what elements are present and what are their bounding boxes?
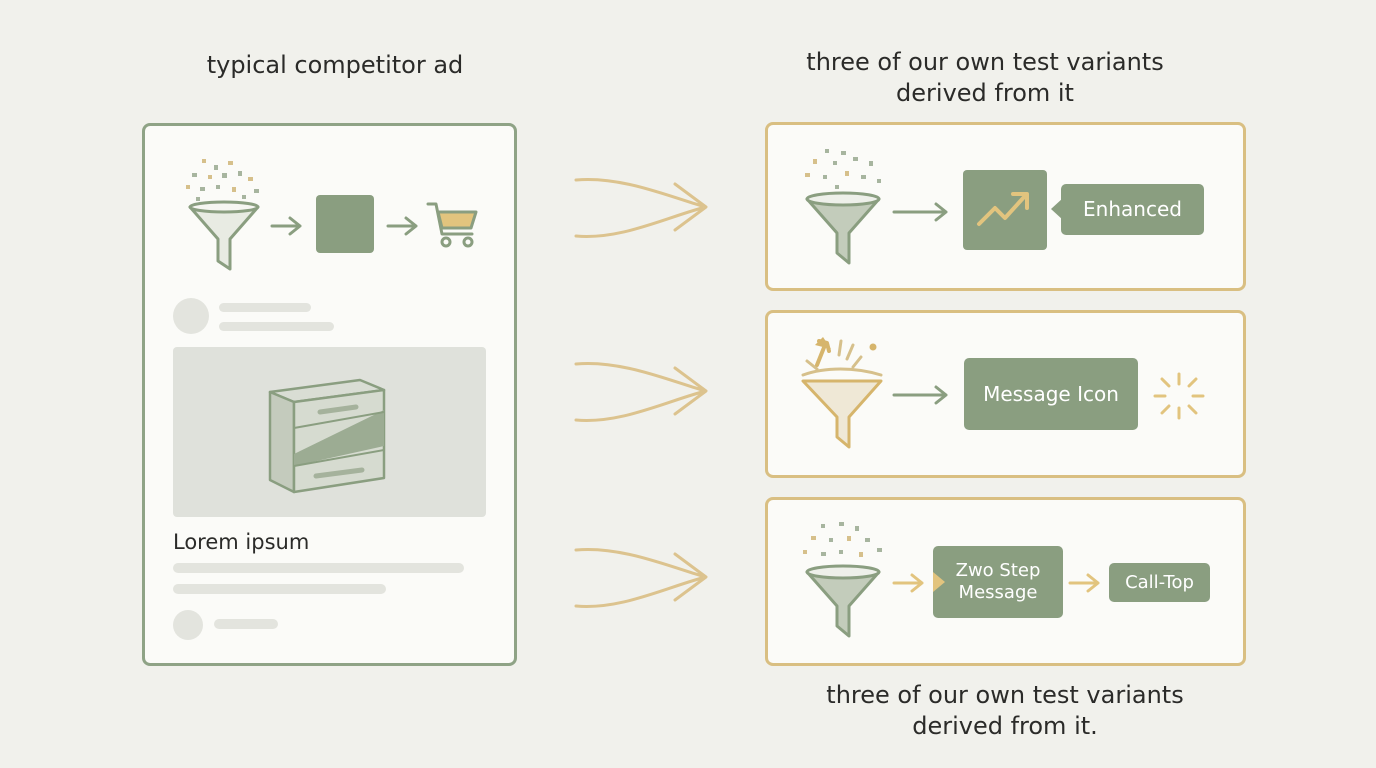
trend-up-chart-icon xyxy=(977,192,1029,226)
placeholder-block xyxy=(316,195,374,253)
text-line-placeholder xyxy=(173,584,386,594)
avatar-icon xyxy=(173,298,209,334)
sparkle-burst-icon xyxy=(1153,372,1205,420)
arrow-right-icon xyxy=(386,216,418,236)
callout-pointer xyxy=(1051,198,1063,220)
arrow-right-icon xyxy=(270,216,302,236)
variant-2-label: Message Icon xyxy=(964,358,1138,430)
product-box-icon xyxy=(268,378,386,494)
text-line-placeholder xyxy=(214,619,278,629)
text-line-placeholder xyxy=(219,303,311,312)
arrow-right-icon xyxy=(892,202,948,222)
variant-3-label-line-2: Message xyxy=(958,582,1038,603)
variant-3-label-line-1: Zwo Step xyxy=(955,560,1041,581)
product-title: Lorem ipsum xyxy=(173,530,310,554)
arrow-right-icon xyxy=(1068,573,1100,593)
variant-1-label: Enhanced xyxy=(1061,184,1204,235)
funnel-icon xyxy=(805,149,881,265)
text-line-placeholder xyxy=(219,322,334,331)
variant-3-label: Zwo Step Message xyxy=(933,546,1063,618)
funnel-icon xyxy=(803,522,882,638)
funnel-icon xyxy=(186,159,260,271)
connector-arrow-icon xyxy=(574,177,708,238)
trend-chart-tile xyxy=(963,170,1047,250)
right-heading: three of our own test variants derived f… xyxy=(760,47,1210,109)
connector-arrow-icon xyxy=(574,547,708,608)
arrow-right-icon xyxy=(892,385,948,405)
funnel-icon xyxy=(801,337,883,449)
shopping-cart-icon xyxy=(426,202,478,248)
text-line-placeholder xyxy=(173,563,464,573)
footer-caption-line-2: derived from it. xyxy=(912,712,1098,740)
play-marker-icon xyxy=(933,572,945,592)
variant-3-cta-label: Call-Top xyxy=(1109,563,1210,602)
footer-caption-line-1: three of our own test variants xyxy=(826,681,1184,709)
left-heading: typical competitor ad xyxy=(150,50,520,81)
avatar-icon xyxy=(173,610,203,640)
arrow-right-icon xyxy=(892,573,924,593)
left-heading-text: typical competitor ad xyxy=(206,51,464,79)
right-heading-line-2: derived from it xyxy=(896,79,1074,107)
right-heading-line-1: three of our own test variants xyxy=(806,48,1164,76)
footer-caption: three of our own test variants derived f… xyxy=(790,680,1220,742)
connector-arrow-icon xyxy=(574,361,708,422)
